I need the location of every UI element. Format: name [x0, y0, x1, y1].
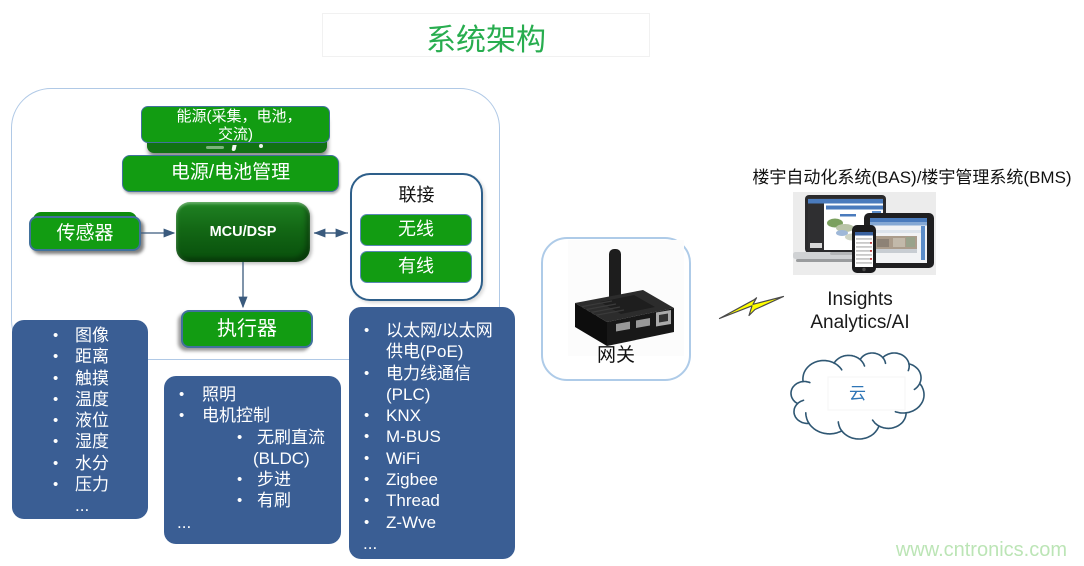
svg-text:云: 云 — [849, 384, 866, 403]
